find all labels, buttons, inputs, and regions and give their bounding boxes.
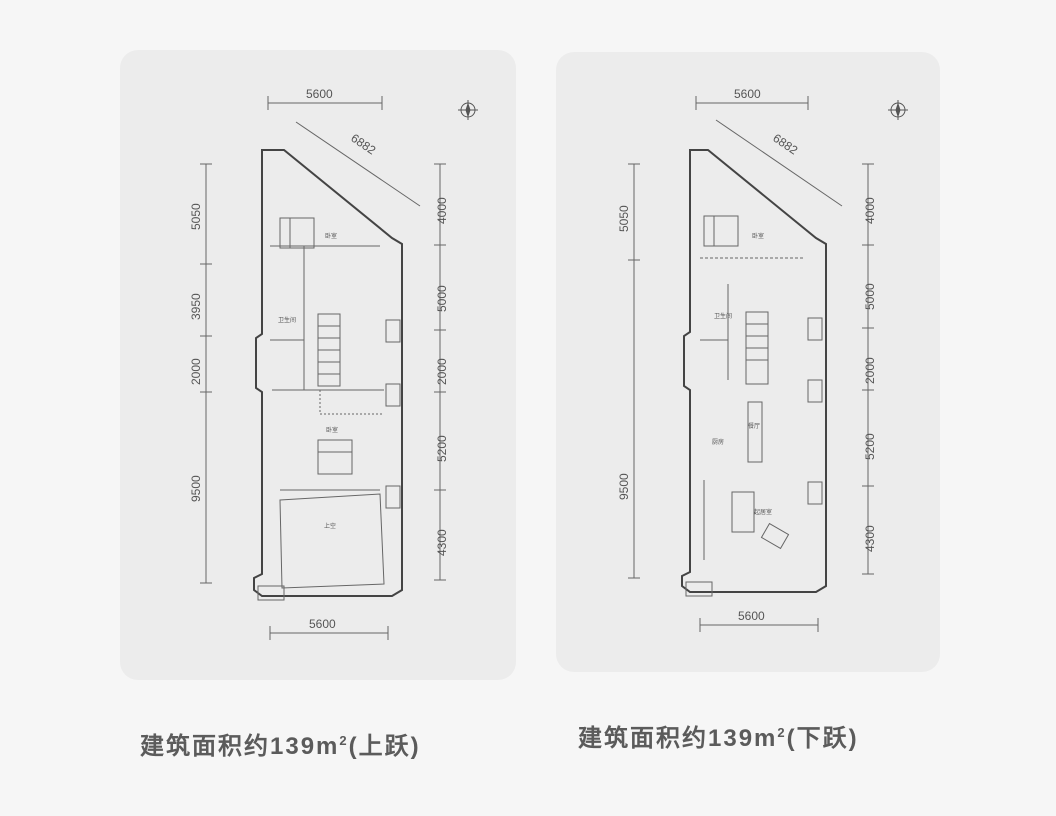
compass-icon <box>888 100 908 120</box>
dim-left-label-lower-1: 5050 <box>617 205 631 232</box>
dim-right-label-lower-2: 5000 <box>863 283 877 310</box>
bed-lower-top <box>703 215 739 247</box>
dim-left-label-upper-2: 3950 <box>189 293 203 320</box>
room-label-bath-upper: 卫生间 <box>278 316 296 324</box>
dim-right-label-lower-1: 4000 <box>863 197 877 224</box>
caption-upper: 建筑面积约139m2(上跃) <box>140 726 421 761</box>
room-label-dining-lower: 餐厅 <box>748 422 760 430</box>
dim-right-label-upper-1: 4000 <box>435 197 449 224</box>
dim-right-label-lower-4: 5200 <box>863 433 877 460</box>
dim-right-label-upper-5: 4300 <box>435 529 449 556</box>
compass-icon <box>458 100 478 120</box>
dim-top-label-lower: 5600 <box>734 87 761 101</box>
caption-upper-sup: 2 <box>339 733 349 748</box>
room-label-void-upper: 上空 <box>324 522 336 530</box>
caption-lower-tail: (下跃) <box>786 725 859 752</box>
room-label-bedroom-top-lower: 卧室 <box>752 232 764 240</box>
room-label-bedroom-top-upper: 卧室 <box>325 232 337 240</box>
dining-table <box>747 401 763 463</box>
dim-diagonal-upper <box>295 121 421 207</box>
caption-lower-main: 建筑面积约139m <box>578 725 778 752</box>
room-label-kitchen-lower: 厨房 <box>712 438 724 446</box>
dim-bottom-label-lower: 5600 <box>738 609 765 623</box>
dim-top-upper <box>267 96 383 110</box>
room-label-living-lower: 起居室 <box>754 508 772 516</box>
dim-right-label-upper-4: 5200 <box>435 435 449 462</box>
dim-right-label-lower-5: 4300 <box>863 525 877 552</box>
dim-right-label-lower-3: 2000 <box>863 357 877 384</box>
armchair <box>760 522 790 550</box>
outer-wall-upper <box>253 149 403 597</box>
dim-left-label-upper-3: 2000 <box>189 358 203 385</box>
dim-diagonal-label-lower: 6882 <box>770 131 800 158</box>
room-label-bedroom-mid-upper: 卧室 <box>326 426 338 434</box>
caption-upper-tail: (上跃) <box>348 733 421 760</box>
bed-upper-top <box>279 217 315 249</box>
bed-upper-mid <box>317 439 353 475</box>
caption-upper-main: 建筑面积约139m <box>140 733 340 760</box>
dim-diagonal-label-upper: 6882 <box>348 131 378 158</box>
caption-lower: 建筑面积约139m2(下跃) <box>578 718 859 753</box>
outer-wall-lower <box>681 149 827 593</box>
void-area <box>279 493 385 589</box>
room-label-bath-lower: 卫生间 <box>714 312 732 320</box>
dim-top-label-upper: 5600 <box>306 87 333 101</box>
sofa <box>731 491 755 533</box>
dim-bottom-label-upper: 5600 <box>309 617 336 631</box>
caption-lower-sup: 2 <box>777 725 787 740</box>
dim-right-label-upper-3: 2000 <box>435 358 449 385</box>
dim-left-label-lower-2: 9500 <box>617 473 631 500</box>
dim-right-label-upper-2: 5000 <box>435 285 449 312</box>
dim-left-label-upper-4: 9500 <box>189 475 203 502</box>
dim-left-label-upper-1: 5050 <box>189 203 203 230</box>
